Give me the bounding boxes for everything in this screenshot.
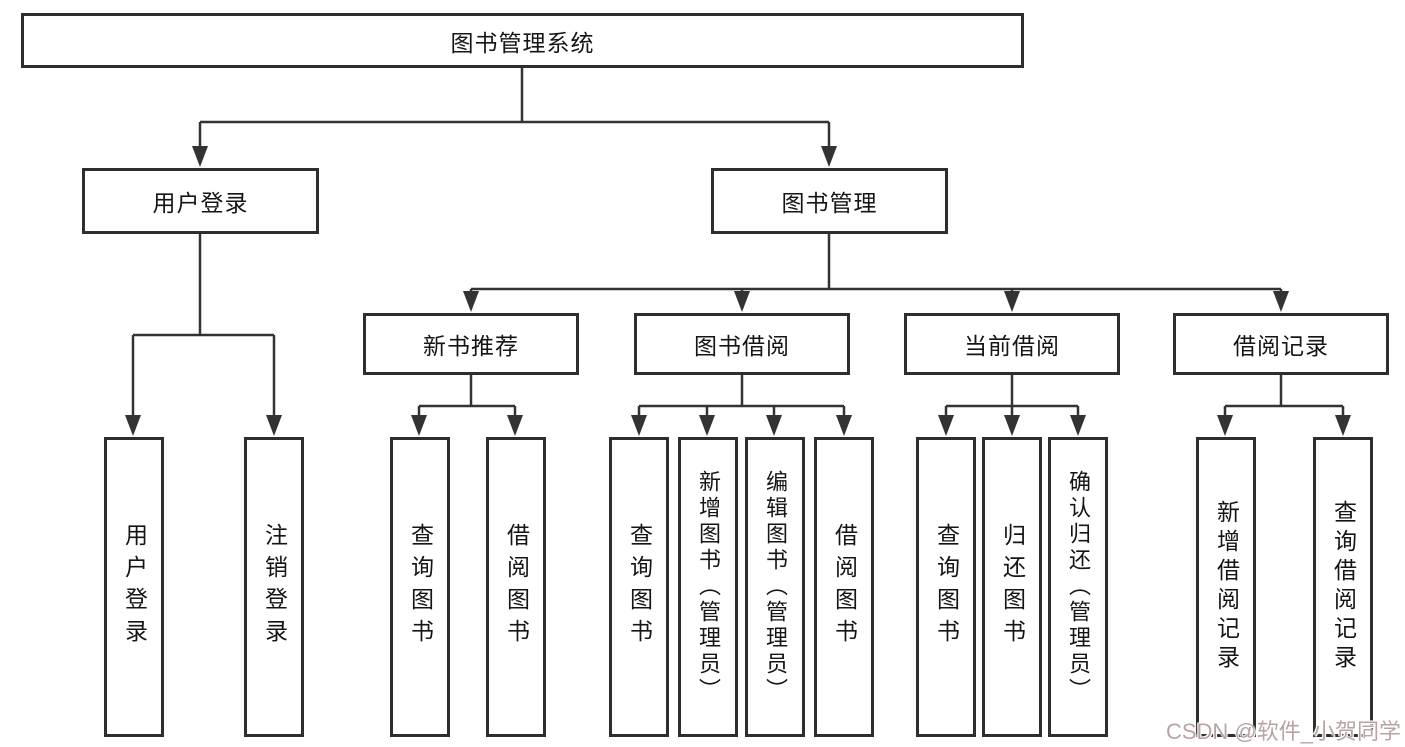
node-new-book-recommend: 新书推荐: [363, 313, 579, 375]
leaf-add-book-admin: 新增图书（管理员）: [678, 437, 738, 737]
leaf-user-login: 用户登录: [104, 437, 164, 737]
node-book-borrow: 图书借阅: [634, 313, 850, 375]
leaf-add-borrow-record: 新增借阅记录: [1196, 437, 1256, 737]
node-user-login: 用户登录: [82, 168, 319, 234]
node-borrow-records: 借阅记录: [1173, 313, 1389, 375]
csdn-watermark: CSDN @软件_小贺同学: [1165, 719, 1401, 744]
node-root: 图书管理系统: [21, 13, 1024, 68]
node-book-management: 图书管理: [711, 168, 948, 234]
leaf-confirm-return-admin: 确认归还（管理员）: [1048, 437, 1108, 737]
connector-currentborrow-to-leaves: [938, 375, 1086, 436]
connector-bookborrow-to-leaves: [631, 375, 852, 436]
leaf-logout: 注销登录: [244, 437, 304, 737]
leaf-borrow-book-recommend: 借阅图书: [486, 437, 546, 737]
leaf-query-borrow-record: 查询借阅记录: [1313, 437, 1373, 737]
leaf-edit-book-admin: 编辑图书（管理员）: [745, 437, 805, 737]
leaf-borrow-book-borrow: 借阅图书: [814, 437, 874, 737]
leaf-return-book: 归还图书: [982, 437, 1042, 737]
leaf-query-book-current: 查询图书: [916, 437, 976, 737]
connector-records-to-leaves: [1217, 375, 1351, 436]
node-current-borrow: 当前借阅: [904, 313, 1120, 375]
connector-recommend-to-leaves: [411, 375, 523, 436]
connector-root-to-level2: [192, 68, 837, 167]
connector-bookmgmt-to-level3: [463, 234, 1289, 312]
connector-userlogin-to-leaves: [125, 234, 282, 436]
leaf-query-book-borrow: 查询图书: [609, 437, 669, 737]
leaf-query-book-recommend: 查询图书: [390, 437, 450, 737]
